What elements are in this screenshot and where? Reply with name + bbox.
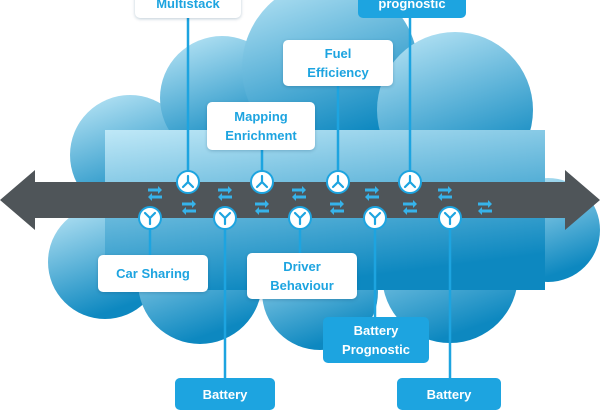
flow-arrow-icon xyxy=(255,207,269,215)
service-label-multistack: Multistack xyxy=(135,0,241,18)
service-label-fuel-efficiency: Fuel Efficiency xyxy=(283,40,393,86)
connector-nodes xyxy=(138,170,462,230)
flow-arrow-icon xyxy=(292,193,306,201)
service-label-driver-behaviour: Driver Behaviour xyxy=(247,253,357,299)
branch-icon xyxy=(250,170,274,194)
service-label-mapping-enrichment: Mapping Enrichment xyxy=(207,102,315,150)
flow-arrow-icon xyxy=(478,207,492,215)
flow-arrow-icon xyxy=(292,186,306,194)
branch-icon xyxy=(398,170,422,194)
flow-arrow-icon xyxy=(218,186,232,194)
service-label-car-sharing: Car Sharing xyxy=(98,255,208,292)
flow-arrow-icon xyxy=(182,207,196,215)
flow-arrow-icon xyxy=(330,200,344,208)
branch-icon xyxy=(326,170,350,194)
flow-arrow-icon xyxy=(403,200,417,208)
flow-arrow-icon xyxy=(148,193,162,201)
merge-icon xyxy=(363,206,387,230)
flow-arrow-icon xyxy=(403,207,417,215)
service-label-battery-prognostic: Battery Prognostic xyxy=(323,317,429,363)
flow-arrow-icon xyxy=(438,186,452,194)
merge-icon xyxy=(288,206,312,230)
merge-icon xyxy=(213,206,237,230)
connector-lines xyxy=(148,0,452,380)
flow-arrow-icon xyxy=(218,193,232,201)
flow-arrow-icon xyxy=(365,186,379,194)
branch-icon xyxy=(176,170,200,194)
flow-arrow-icon xyxy=(255,200,269,208)
service-label-prognostic: prognostic xyxy=(358,0,466,18)
service-label-battery-right: Battery xyxy=(397,378,501,410)
merge-icon xyxy=(138,206,162,230)
flow-arrow-icon xyxy=(182,200,196,208)
flow-arrow-icon xyxy=(438,193,452,201)
service-label-battery-left: Battery xyxy=(175,378,275,410)
merge-icon xyxy=(438,206,462,230)
data-flow-arrows xyxy=(148,186,492,215)
flow-arrow-icon xyxy=(330,207,344,215)
flow-arrow-icon xyxy=(365,193,379,201)
flow-arrow-icon xyxy=(148,186,162,194)
flow-arrow-icon xyxy=(478,200,492,208)
